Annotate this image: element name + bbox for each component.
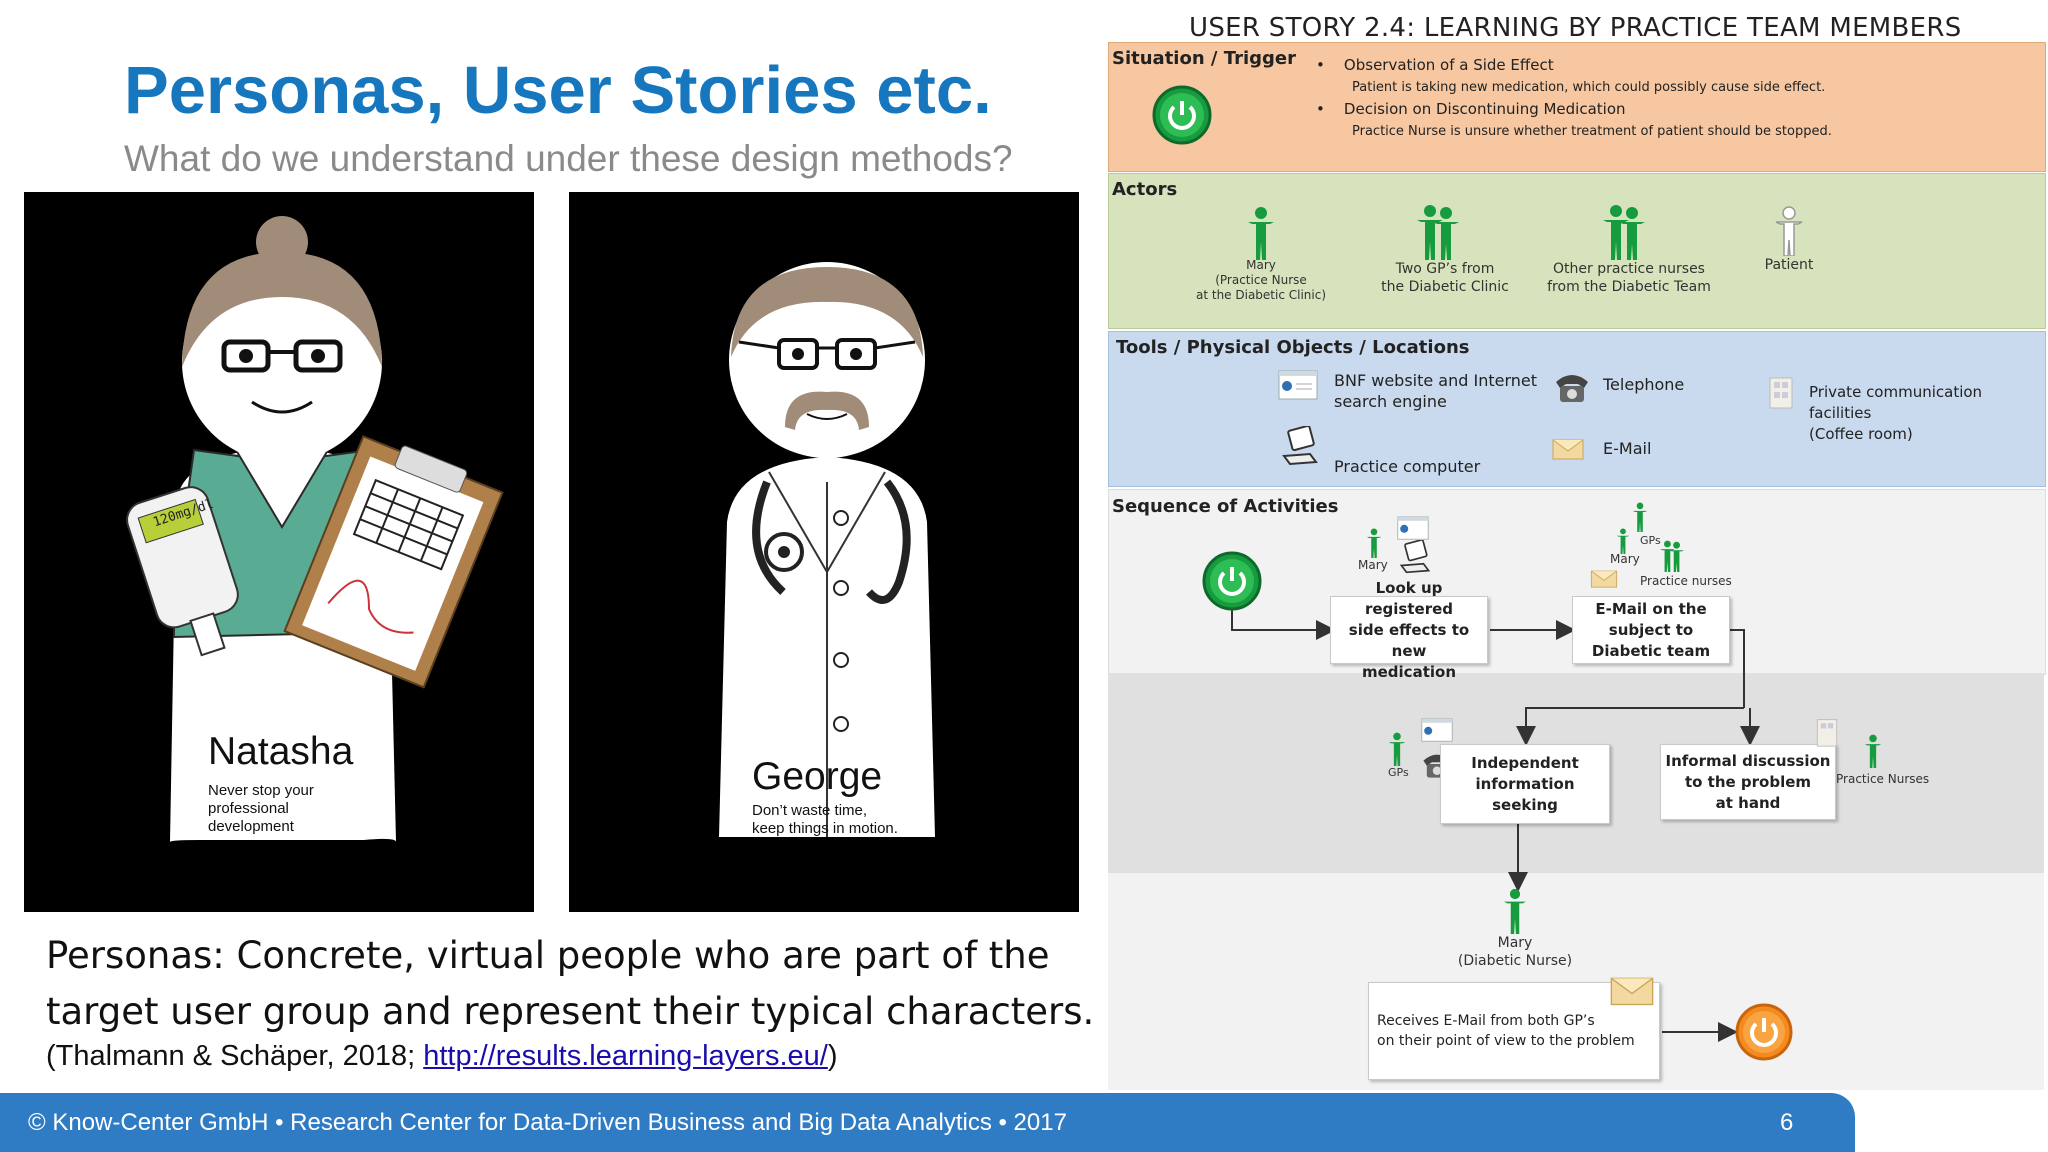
actor-tag: Mary(Diabetic Nurse) [1457, 935, 1573, 969]
person-icon [1616, 528, 1630, 554]
person-icon [1864, 734, 1882, 768]
persona-card-george: George Don’t waste time, keep things in … [569, 192, 1079, 912]
persona-name: Natasha [208, 730, 354, 773]
person-icon [1503, 888, 1527, 934]
two-persons-icon [1660, 540, 1684, 572]
two-persons-icon [1603, 205, 1645, 260]
actor-tag: Mary [1358, 558, 1388, 572]
browser-window-icon [1397, 516, 1429, 540]
telephone-icon [1556, 375, 1588, 402]
coffee-room-icon [1769, 377, 1793, 409]
actor-tag: Mary [1610, 552, 1640, 566]
situation-detail: Practice Nurse is unsure whether treatme… [1352, 124, 1832, 139]
browser-window-icon [1278, 370, 1318, 400]
reference-link[interactable]: http://results.learning-layers.eu/ [423, 1040, 828, 1072]
personas-definition: Personas: Concrete, virtual people who a… [46, 934, 1095, 1033]
page-title: Personas, User Stories etc. [124, 53, 992, 128]
reference: (Thalmann & Schäper, 2018; http://result… [46, 1040, 838, 1072]
power-start-icon [1202, 551, 1262, 611]
person-icon [1248, 207, 1274, 260]
actor-tag: GPs [1388, 766, 1409, 779]
power-end-icon [1735, 1003, 1793, 1061]
person-icon [1632, 502, 1648, 532]
email-icon [1552, 439, 1584, 460]
email-icon [1610, 977, 1654, 1006]
actor-tag: Practice Nurses [1836, 772, 1930, 786]
two-persons-icon [1417, 205, 1459, 260]
actor-label: Patient [1764, 257, 1814, 273]
coffee-room-icon [1816, 719, 1838, 747]
person-icon [1388, 732, 1406, 766]
doctor-illustration [719, 262, 935, 837]
situation-detail: Patient is taking new medication, which … [1352, 80, 1826, 95]
tool-label: Private communication facilities(Coffee … [1809, 383, 1983, 443]
power-start-icon [1152, 85, 1212, 145]
computer-icon [1399, 540, 1431, 574]
page-subtitle: What do we understand under these design… [124, 138, 1013, 179]
tools-label: Tools / Physical Objects / Locations [1116, 337, 1470, 358]
footer-text: © Know-Center GmbH • Research Center for… [28, 1109, 1067, 1136]
patient-icon [1775, 206, 1803, 256]
sequence-label: Sequence of Activities [1112, 496, 1339, 517]
person-icon [1366, 528, 1382, 558]
situation-item: • Decision on Discontinuing Medication [1316, 100, 1626, 118]
persona-card-natasha: Natasha Never stop your professional dev… [24, 192, 534, 912]
actor-tag: GPs [1640, 534, 1661, 547]
actors-label: Actors [1112, 179, 1178, 200]
computer-icon [1282, 426, 1318, 466]
persona-motto: Never stop your professional development [208, 782, 314, 835]
footer-bar [0, 1093, 1855, 1152]
tool-label: Telephone [1603, 375, 1685, 394]
persona-name: George [752, 755, 883, 798]
tool-label: Practice computer [1334, 457, 1481, 476]
situation-label: Situation / Trigger [1112, 48, 1296, 69]
email-icon [1590, 570, 1618, 588]
situation-item: • Observation of a Side Effect [1316, 56, 1554, 74]
situation-band [1108, 42, 2046, 172]
user-story-title: USER STORY 2.4: LEARNING BY PRACTICE TEA… [1189, 13, 1962, 43]
browser-window-icon [1421, 718, 1453, 742]
page-number: 6 [1780, 1109, 1794, 1136]
actor-tag: Practice nurses [1640, 574, 1732, 588]
tools-band [1108, 331, 2046, 487]
nurse-illustration [126, 216, 504, 842]
persona-motto: Don’t waste time, keep things in motion. [752, 802, 898, 837]
tool-label: E-Mail [1603, 439, 1652, 458]
